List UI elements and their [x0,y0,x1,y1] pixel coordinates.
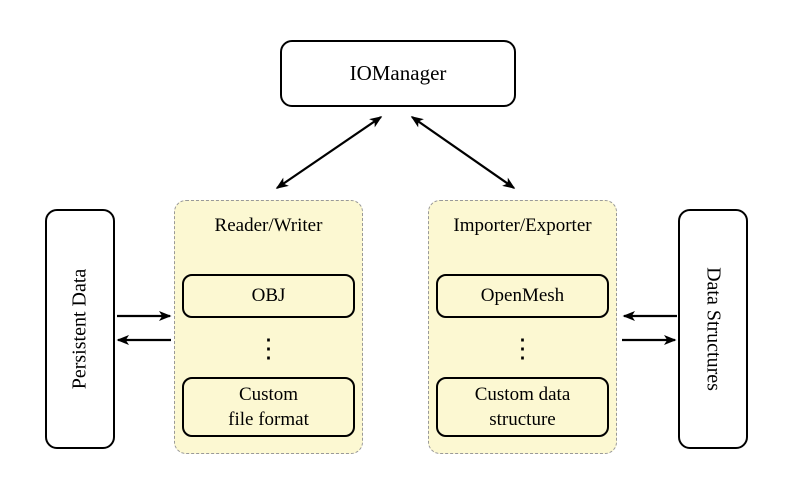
importer-exporter-group: Importer/Exporter OpenMesh ⋮ Custom data… [428,200,617,454]
persistent-data-node: Persistent Data [45,209,115,449]
custom-data-structure-box: Custom data structure [436,377,609,437]
arrow-iomanager-readerwriter [275,116,383,189]
reader-writer-group: Reader/Writer OBJ ⋮ Custom file format [174,200,363,454]
arrow-iomanager-importerexporter [410,116,516,189]
iomanager-node: IOManager [280,40,516,107]
openmesh-box: OpenMesh [436,274,609,318]
data-structures-node: Data Structures [678,209,748,449]
vertical-ellipsis: ⋮ [255,334,282,364]
persistent-data-label: Persistent Data [68,268,91,390]
vertical-ellipsis: ⋮ [509,334,536,364]
data-structures-label: Data Structures [702,267,725,391]
reader-writer-title: Reader/Writer [214,215,323,236]
importer-exporter-title: Importer/Exporter [453,215,592,236]
obj-box: OBJ [182,274,355,318]
custom-file-format-box: Custom file format [182,377,355,437]
